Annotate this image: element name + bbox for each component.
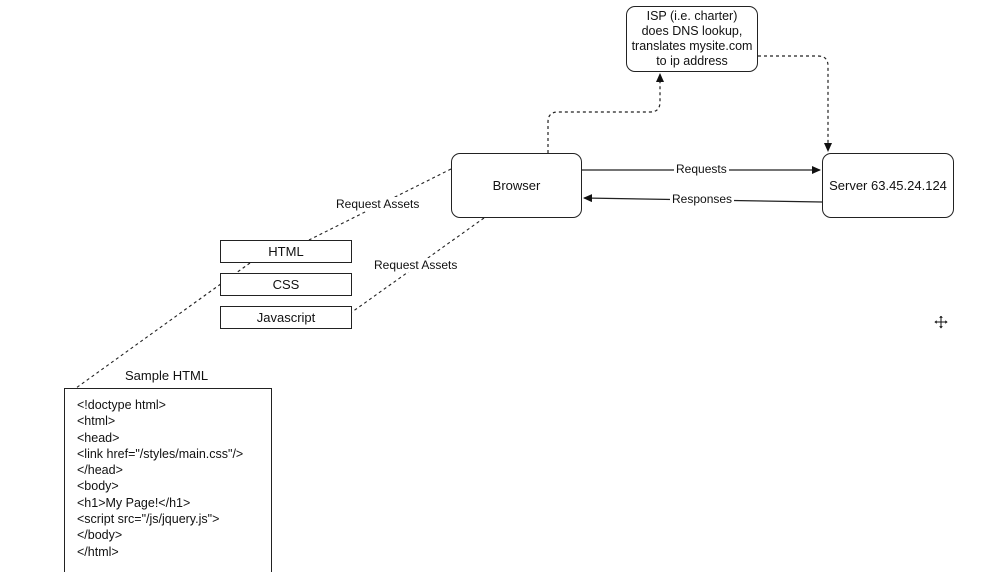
browser-to-isp-connector (547, 73, 664, 153)
asset-css-label: CSS (272, 276, 300, 292)
isp-node: ISP (i.e. charter) does DNS lookup, tran… (626, 6, 758, 72)
isp-line-4: to ip address (656, 54, 728, 68)
server-node: Server 63.45.24.124 (822, 153, 954, 218)
requests-edge-label: Requests (674, 162, 729, 176)
isp-line-2: does DNS lookup, (641, 24, 743, 38)
browser-label: Browser (492, 177, 541, 193)
sample-html-box: <!doctype html> <html> <head> <link href… (64, 388, 272, 572)
sample-code-line: <h1>My Page!</h1> (77, 495, 191, 510)
sample-code-line: <link href="/styles/main.css"/> (77, 446, 244, 461)
sample-code-line: <!doctype html> (77, 398, 166, 412)
asset-css-node: CSS (220, 273, 352, 296)
browser-node: Browser (451, 153, 582, 218)
isp-line-3: translates mysite.com (631, 39, 753, 53)
sample-html-title: Sample HTML (125, 368, 209, 383)
request-assets-label-javascript: Request Assets (374, 258, 458, 272)
request-assets-label-html: Request Assets (336, 197, 420, 211)
sample-code-line: </head> (77, 463, 123, 478)
asset-javascript-node: Javascript (220, 306, 352, 329)
sample-code-line: <html> (77, 414, 116, 429)
asset-html-node: HTML (220, 240, 352, 263)
sample-code-line: <head> (77, 430, 120, 445)
isp-to-server-connector (758, 55, 832, 152)
sample-code-line: </html> (77, 544, 119, 559)
asset-html-label: HTML (268, 243, 304, 259)
sample-code-line: <body> (77, 479, 119, 494)
sample-code-line: </body> (77, 528, 123, 543)
server-label: Server 63.45.24.124 (829, 177, 947, 193)
isp-line-1: ISP (i.e. charter) (646, 9, 738, 23)
asset-javascript-label: Javascript (256, 309, 316, 325)
sample-code-line: <script src="/js/jquery.js"> (77, 512, 220, 527)
responses-edge-label: Responses (670, 192, 735, 206)
move-cursor-icon (934, 315, 948, 329)
